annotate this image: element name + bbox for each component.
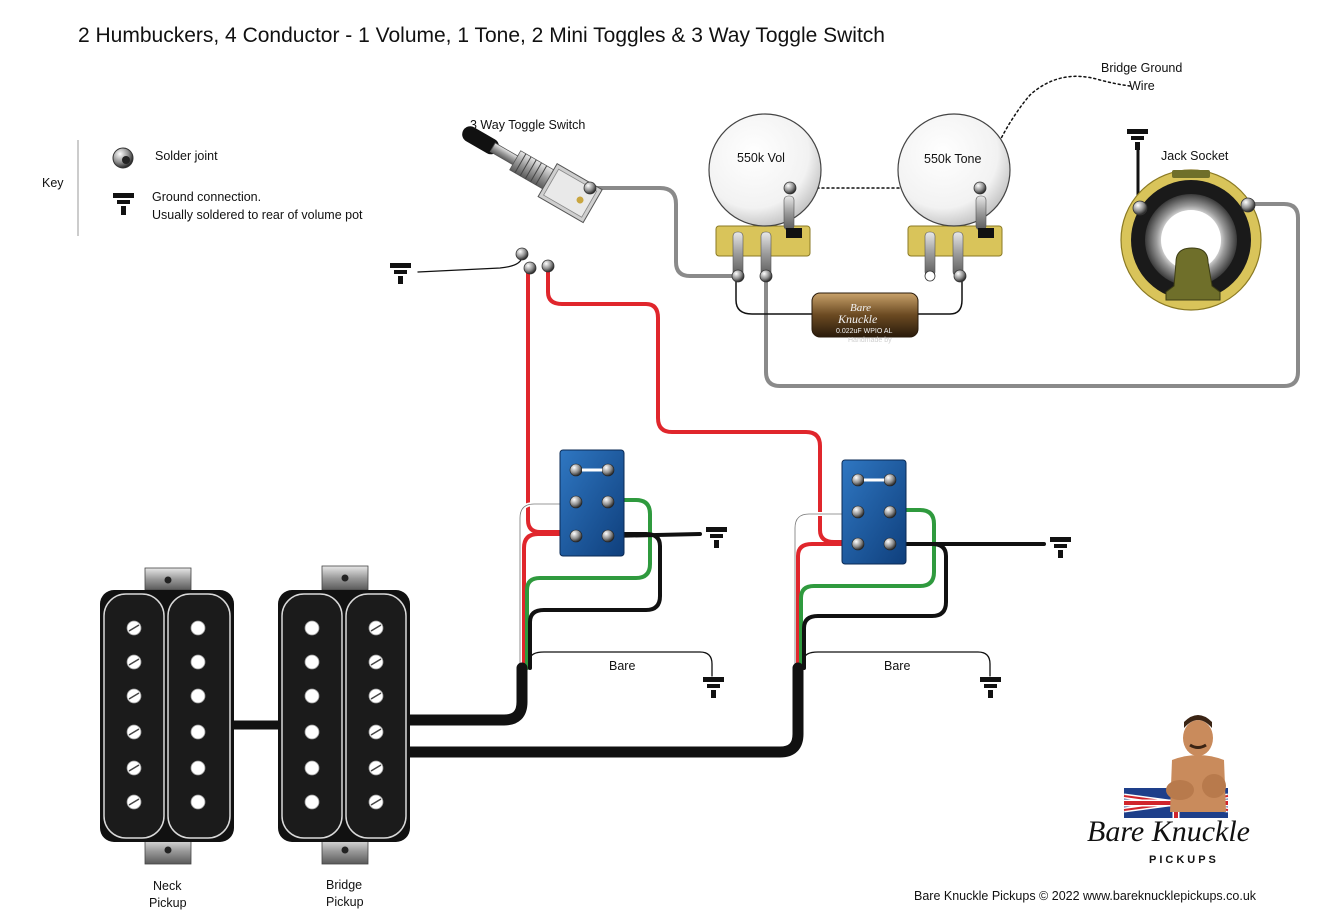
ground-symbol-icon <box>703 677 724 698</box>
key-ground-label-2: Usually soldered to rear of volume pot <box>152 208 363 222</box>
ground-symbol-icon <box>390 263 411 284</box>
volume-pot: 550k Vol <box>708 113 822 283</box>
boxer-illustration-icon <box>1123 715 1229 818</box>
switch-neck-solder-icon <box>523 261 537 275</box>
cap-lead-left <box>735 275 813 315</box>
toggle-switch-label: 3 Way Toggle Switch <box>470 118 585 132</box>
bridge-label-2: Pickup <box>326 895 364 909</box>
ground-symbol-icon <box>1050 537 1071 558</box>
key-legend: Key Solder joint Ground connection. Usua… <box>42 140 363 236</box>
logo-name: Bare Knuckle <box>1087 815 1250 848</box>
jack-socket: Jack Socket <box>1120 129 1262 311</box>
black-wire-right <box>802 542 948 670</box>
bare-wire-left <box>529 651 713 677</box>
jack-tip-solder-icon <box>1240 197 1256 213</box>
cap-subtext: Handmade by <box>848 337 892 344</box>
toggle-tip-icon <box>462 126 499 155</box>
green-wire-right <box>799 508 936 670</box>
cap-brand-1: Bare <box>850 302 871 314</box>
cable-to-left-toggle <box>394 662 528 726</box>
ground-symbol-icon <box>1127 129 1148 150</box>
mini-toggle-left <box>559 449 625 557</box>
bridge-pickup: Bridge Pickup <box>278 565 410 909</box>
solder-joint-icon <box>112 147 134 169</box>
switch-ground-lead <box>417 255 523 273</box>
key-solder-label: Solder joint <box>155 149 218 163</box>
mini-toggle-right <box>841 459 907 565</box>
red-wire-left <box>522 532 578 670</box>
neck-label-1: Neck <box>153 879 182 893</box>
tone-back-solder-icon <box>973 181 987 195</box>
ground-symbol-icon <box>980 677 1001 698</box>
switch-output-solder-icon <box>583 181 597 195</box>
key-heading: Key <box>42 176 64 190</box>
bare-label-left: Bare <box>609 659 635 673</box>
bare-wire-right <box>803 651 991 677</box>
key-ground-label-1: Ground connection. <box>152 190 261 204</box>
bridge-ground-label-2: Wire <box>1129 79 1155 93</box>
black-wire-left-ground <box>608 532 702 538</box>
neck-pickup: Neck Pickup <box>100 567 234 910</box>
wires <box>225 75 1300 758</box>
switch-bridge-solder-icon <box>541 259 555 273</box>
vol-back-solder-icon <box>783 181 797 195</box>
bare-label-right: Bare <box>884 659 910 673</box>
jack-ground-solder-icon <box>1132 200 1148 216</box>
red-wire-right <box>796 542 858 670</box>
logo-sub: PICKUPS <box>1149 854 1219 866</box>
tone-lug-2-solder-icon <box>953 269 967 283</box>
switch-ground-solder-icon <box>515 247 529 261</box>
tone-pot-label: 550k Tone <box>924 152 982 166</box>
cable-to-right-toggle <box>394 662 804 758</box>
ground-symbol-icon <box>113 193 134 215</box>
red-wire-switch-right-toggle <box>546 266 858 544</box>
bridge-ground-label-1: Bridge Ground <box>1101 61 1182 75</box>
tone-lug-1-icon <box>924 270 936 282</box>
three-way-toggle-switch: 3 Way Toggle Switch <box>462 118 603 275</box>
vol-lug-1-solder-icon <box>731 269 745 283</box>
ground-symbol-icon <box>706 527 727 548</box>
bridge-ground-wire <box>979 75 1131 189</box>
grey-wire-vol-jack <box>764 202 1300 388</box>
green-wire-left <box>525 498 652 670</box>
cap-value: 0.022uF WPIO AL <box>836 328 893 335</box>
tone-capacitor: Bare Knuckle 0.022uF WPIO AL Handmade by <box>811 292 919 344</box>
vol-lug-2-solder-icon <box>759 269 773 283</box>
cap-lead-right <box>917 275 963 315</box>
page-title: 2 Humbuckers, 4 Conductor - 1 Volume, 1 … <box>78 24 885 47</box>
cap-brand-2: Knuckle <box>837 312 878 326</box>
bare-knuckle-logo: Bare Knuckle PICKUPS <box>1087 715 1250 866</box>
grey-wire-switch-vol <box>590 186 738 278</box>
footer-text: Bare Knuckle Pickups © 2022 www.bareknuc… <box>914 889 1257 903</box>
tone-pot: 550k Tone <box>897 113 1011 283</box>
bridge-label-1: Bridge <box>326 878 362 892</box>
vol-pot-label: 550k Vol <box>737 151 785 165</box>
jack-socket-label: Jack Socket <box>1161 149 1229 163</box>
neck-label-2: Pickup <box>149 896 187 910</box>
